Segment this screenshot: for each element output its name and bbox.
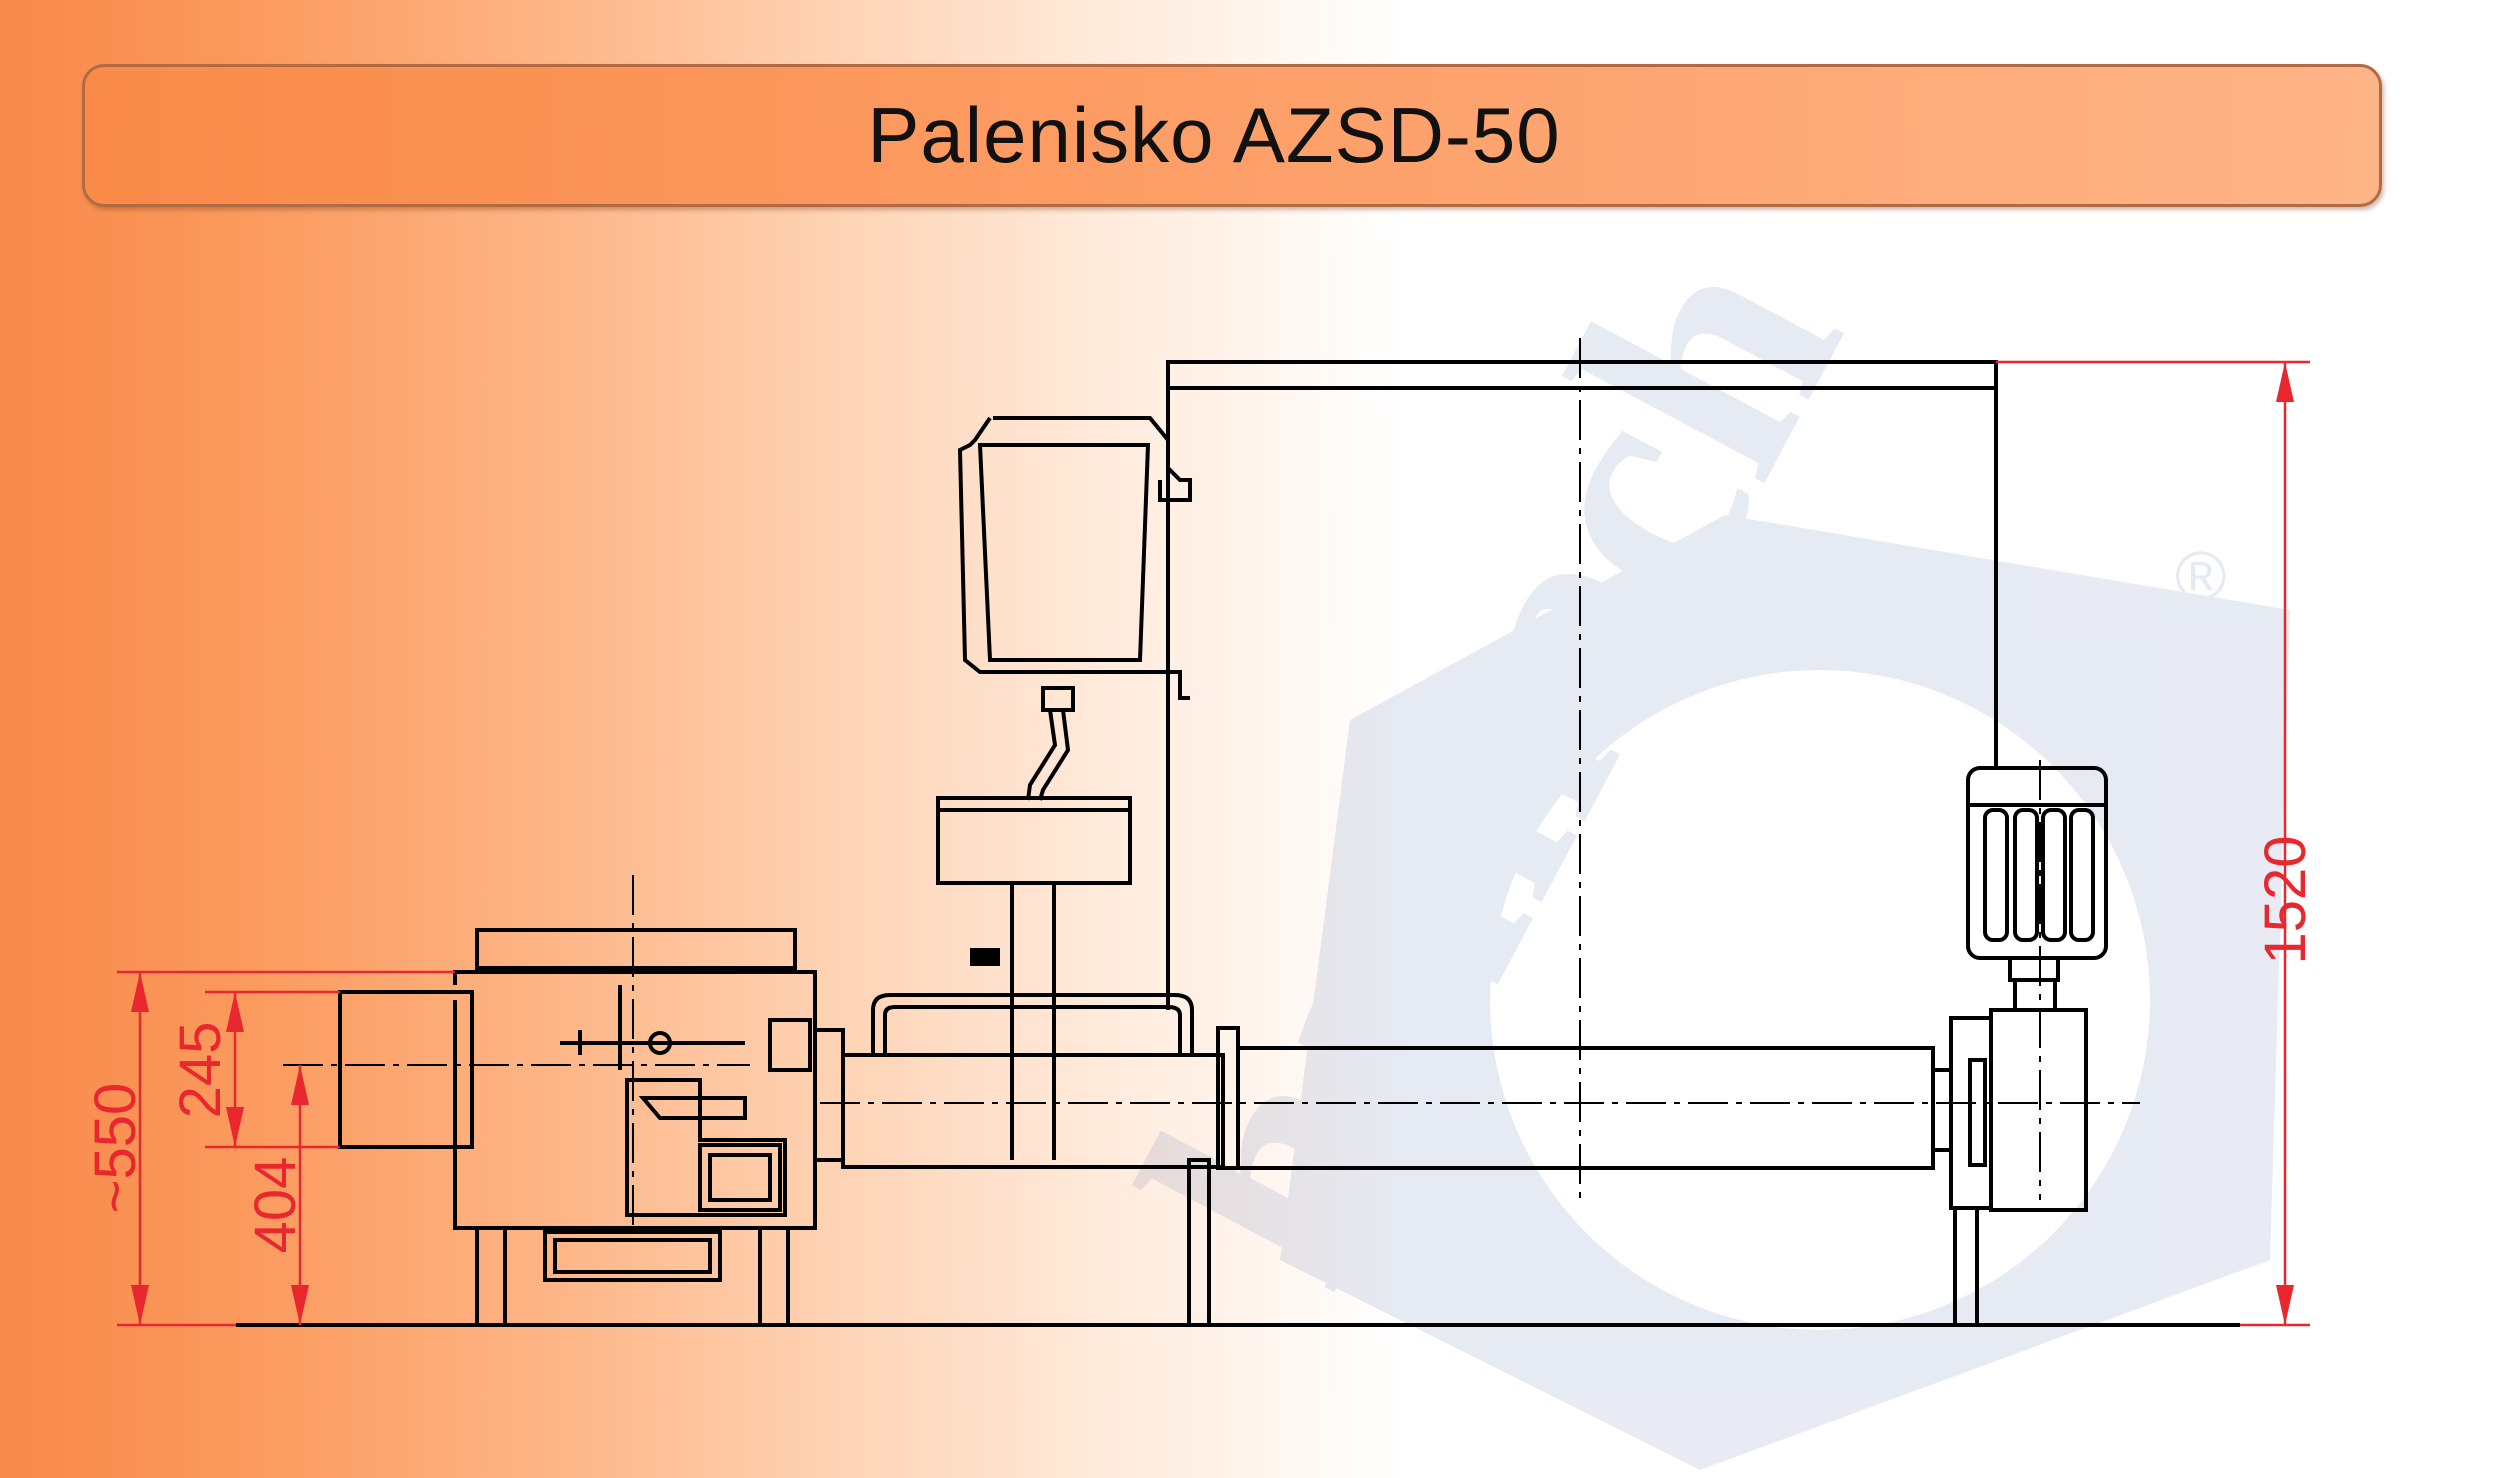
page-title: Palenisko AZSD-50 (867, 91, 1561, 179)
watermark-hexagon (1280, 515, 2290, 1470)
watermark-registered-mark: ® (2175, 537, 2227, 615)
furnace-body (338, 928, 817, 1327)
dimension-arrows (131, 362, 2294, 1325)
title-banner: Palenisko AZSD-50 (82, 64, 2382, 207)
fuel-hopper (1166, 360, 1998, 1010)
dimension-550: ~550 (83, 1083, 148, 1214)
center-lines (283, 338, 2140, 1230)
dimension-245: 245 (168, 1022, 233, 1119)
control-box (936, 416, 1192, 1160)
feeder-motor (1966, 766, 2108, 1012)
burner-assembly (236, 360, 2240, 1327)
dimension-1520: 1520 (2253, 835, 2318, 964)
dimension-lines (117, 360, 2310, 1327)
auger-tube (813, 993, 2088, 1327)
dimension-404: 404 (243, 1157, 308, 1254)
